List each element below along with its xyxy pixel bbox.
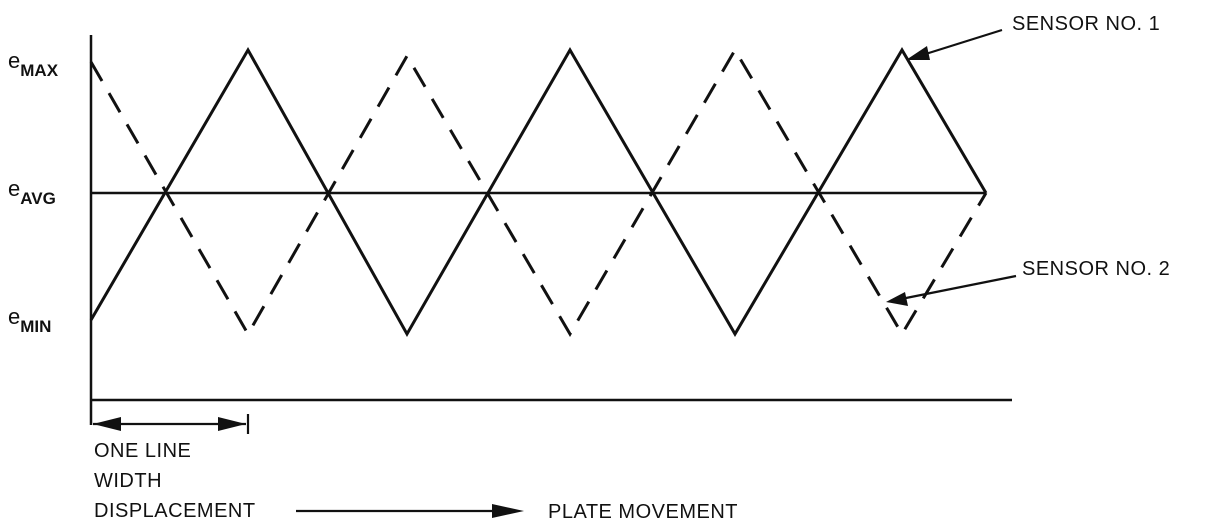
sensor-1-leader [915,28,1003,59]
line-width-label-1: ONE LINE [94,440,191,462]
y-label-max: eMAX [8,48,59,80]
sensor-1-waveform [89,46,988,338]
line-width-label-2: WIDTH [94,470,162,492]
line-width-arrow-right [218,417,246,431]
svg-text:eAVG: eAVG [8,176,56,208]
plate-movement-arrowhead [492,504,524,518]
y-label-min: eMIN [8,304,51,336]
line-width-arrow-left [93,417,121,431]
sensor-2-arrowhead [886,292,908,306]
sensor-1-label: SENSOR NO. 1 [1012,13,1160,35]
sensor-2-leader [895,274,1017,302]
svg-text:eMAX: eMAX [8,48,59,80]
svg-text:eMIN: eMIN [8,304,51,336]
plate-movement-label: PLATE MOVEMENT [548,501,738,523]
y-label-avg: eAVG [8,176,56,208]
sensor-1-arrowhead [906,46,930,60]
sensor-2-waveform [89,47,988,338]
sensor-2-label: SENSOR NO. 2 [1022,258,1170,280]
line-width-label-3: DISPLACEMENT [94,500,256,522]
